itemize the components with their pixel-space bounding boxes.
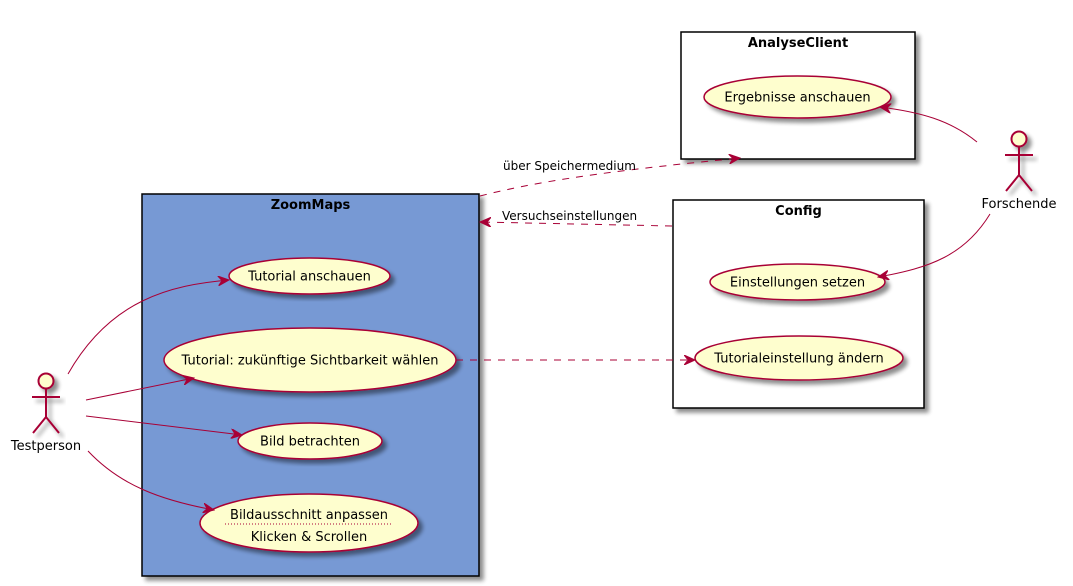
package-config-title: Config <box>775 204 822 219</box>
package-zoommaps-title: ZoomMaps <box>271 198 351 213</box>
actor-forschende-figure <box>1005 130 1033 192</box>
usecase-bildausschnitt: Bildausschnitt anpassen Klicken & Scroll… <box>199 493 419 553</box>
usecase-ergebnisse: Ergebnisse anschauen <box>703 75 892 119</box>
edge-label-speichermedium: über Speichermedium <box>503 159 636 173</box>
usecase-einstellungen-setzen-label: Einstellungen setzen <box>730 276 865 291</box>
usecase-bildausschnitt-ellipse <box>199 493 419 553</box>
edge-versuchseinstellungen <box>480 222 673 226</box>
edge-label-versuchseinstellungen: Versuchseinstellungen <box>502 209 637 223</box>
edge-testperson-tutorial-sichtbarkeit <box>85 378 194 401</box>
usecase-bildausschnitt-label: Bildausschnitt anpassen <box>230 508 388 523</box>
edge-forschende-einstellungen <box>878 213 991 277</box>
actor-testperson: Testperson <box>10 372 81 454</box>
usecase-bild-betrachten-ellipse <box>237 422 383 460</box>
edge-testperson-bild-betrachten <box>85 415 242 435</box>
package-analyseclient-title: AnalyseClient <box>748 36 848 51</box>
edge-forschende-ergebnisse <box>880 107 978 143</box>
edge-speichermedium <box>479 158 740 197</box>
edge-testperson-tutorial-anschauen <box>67 280 229 375</box>
actor-forschende-name: Forschende <box>982 197 1057 212</box>
usecase-einstellungen-setzen-ellipse <box>709 263 886 301</box>
usecase-einstellungen-setzen: Einstellungen setzen <box>709 263 886 301</box>
usecase-tutorialeinstellung-label: Tutorialeinstellung ändern <box>713 352 883 367</box>
usecase-ergebnisse-ellipse <box>703 75 892 119</box>
actor-testperson-name: Testperson <box>10 439 81 454</box>
usecase-bild-betrachten-label: Bild betrachten <box>260 435 360 450</box>
actor-forschende: Forschende <box>982 130 1057 212</box>
usecase-bild-betrachten: Bild betrachten <box>237 422 383 460</box>
usecase-tutorialeinstellung: Tutorialeinstellung ändern <box>694 335 904 381</box>
usecase-tutorial-anschauen: Tutorial anschauen <box>228 257 391 295</box>
usecase-ergebnisse-label: Ergebnisse anschauen <box>724 91 870 106</box>
usecase-tutorial-sichtbarkeit: Tutorial: zukünftige Sichtbarkeit wählen <box>163 327 457 393</box>
usecase-tutorial-sichtbarkeit-label: Tutorial: zukünftige Sichtbarkeit wählen <box>181 354 439 369</box>
edge-testperson-bildausschnitt <box>87 450 214 510</box>
actor-testperson-figure <box>32 372 60 434</box>
usecase-tutorial-anschauen-label: Tutorial anschauen <box>247 270 371 285</box>
usecase-bildausschnitt-detail: Klicken & Scrollen <box>251 530 367 545</box>
